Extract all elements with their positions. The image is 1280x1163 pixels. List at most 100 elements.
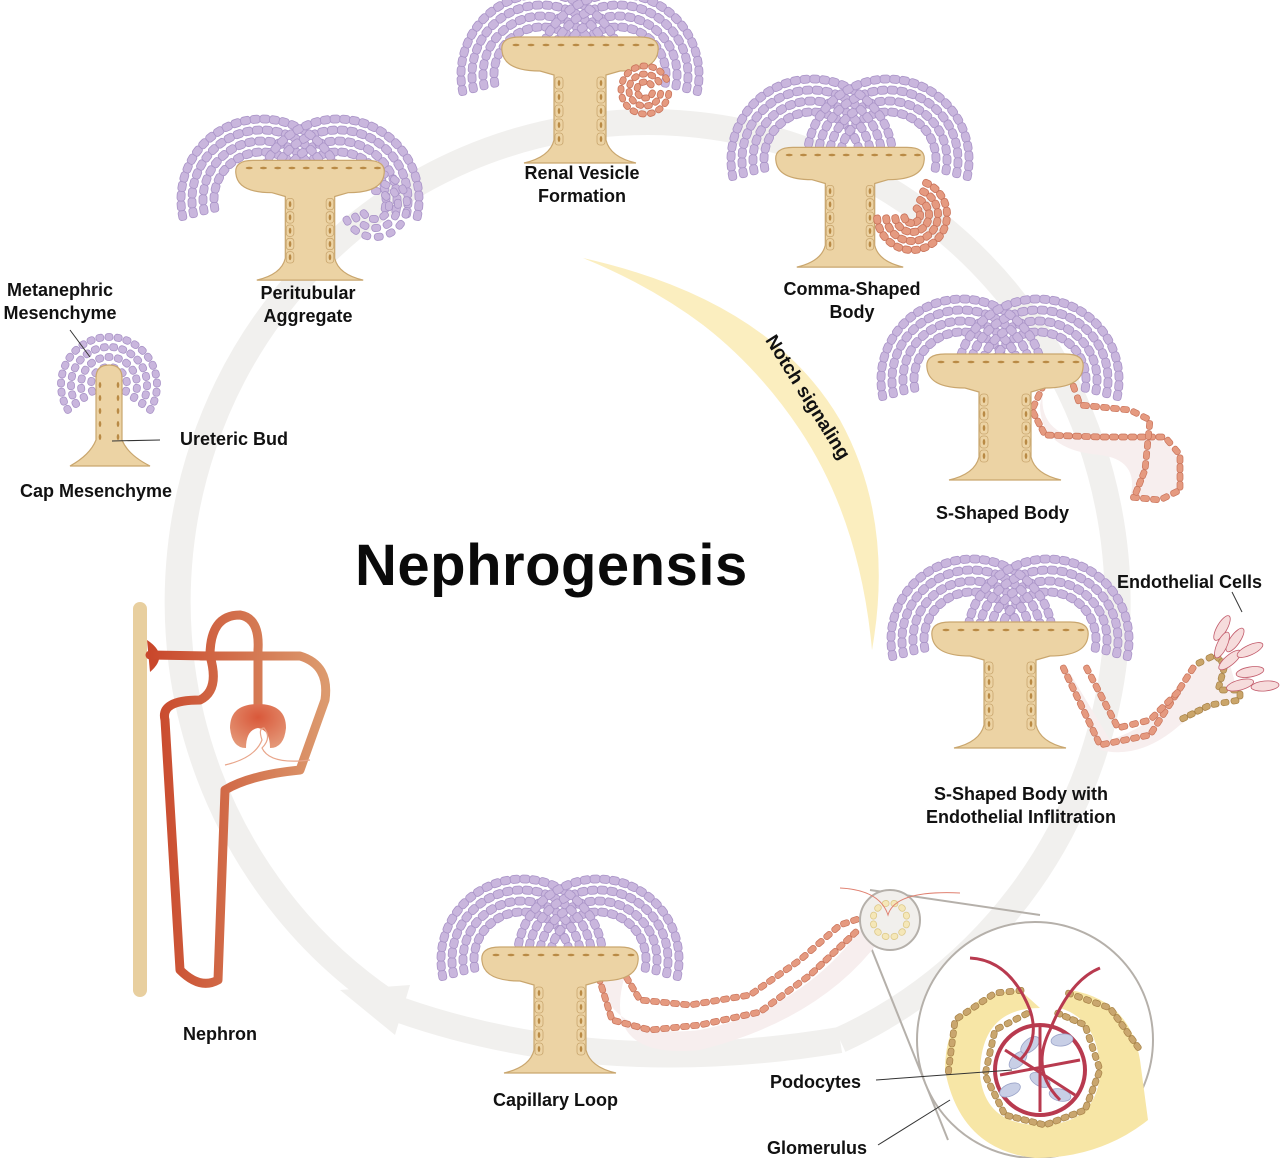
mesenchyme-cell [941, 144, 951, 156]
mesenchyme-cell [244, 137, 256, 148]
parietal-cell [1113, 1014, 1122, 1023]
mesenchyme-cell [930, 161, 941, 173]
renal-vesicle-cell [646, 80, 655, 89]
bud-nucleus [328, 254, 332, 261]
mesenchyme-cell [393, 198, 402, 209]
bud-cell [825, 211, 835, 224]
bud-nucleus [537, 990, 541, 996]
lumen [598, 930, 880, 1052]
comma-cell [882, 214, 891, 225]
mesenchyme-cell [801, 107, 813, 117]
mesenchyme-cell [122, 336, 132, 345]
epithelial-cell [757, 981, 768, 991]
mesenchyme-cell [944, 317, 956, 328]
mesenchyme-cell [86, 336, 96, 345]
epithelial-cell [1176, 463, 1184, 473]
epithelial-cell [1142, 450, 1151, 460]
bud-cell [825, 238, 835, 251]
bud-nucleus [828, 241, 832, 248]
epithelial-cell [1099, 433, 1110, 441]
epithelial-cell [1155, 433, 1166, 441]
ureteric-bud-t [235, 159, 385, 281]
label-line: Body [829, 302, 875, 322]
endothelial-leader-line [1231, 591, 1243, 613]
visceral-cell [1094, 1069, 1103, 1079]
visceral-cell [984, 1057, 992, 1066]
epithelial-cell [1090, 402, 1100, 411]
mesenchyme-cell [1090, 641, 1101, 653]
mesenchyme-cell [259, 114, 271, 124]
epithelial-cell [690, 1000, 700, 1008]
mesenchyme-cell [521, 885, 533, 895]
renal-vesicle-cell [662, 74, 670, 83]
ureteric-bud-t [501, 36, 659, 164]
bud-nucleus [982, 411, 986, 417]
mesenchyme-cell [790, 75, 802, 86]
bud-nucleus [98, 395, 102, 401]
mesenchyme-cell [65, 352, 75, 362]
visceral-cell [1082, 1101, 1091, 1111]
epithelial-cell [1097, 691, 1106, 702]
mesenchyme-cell [359, 220, 370, 231]
visceral-cell [1036, 1120, 1046, 1128]
epithelial-cell [1074, 394, 1082, 405]
mesenchyme-cell [681, 52, 691, 64]
mesenchyme-cell [940, 295, 952, 306]
bud-nucleus [987, 679, 991, 685]
epithelial-cell [1140, 413, 1150, 422]
bud-nucleus [1072, 360, 1080, 364]
comma-cell [891, 214, 900, 225]
epithelial-cell [1053, 432, 1064, 439]
bud-cell [554, 118, 564, 132]
renal-vesicle-cell [634, 90, 643, 100]
label-line: Peritubular [260, 283, 356, 303]
epithelial-cell [1144, 430, 1153, 440]
bowman-cell [881, 932, 890, 940]
mesenchyme-cell [1114, 380, 1124, 392]
bud-cell [576, 1042, 586, 1056]
bud-cell [1021, 449, 1031, 463]
bud-nucleus [1024, 411, 1028, 417]
bud-cell [825, 224, 835, 238]
bud-cell [554, 90, 564, 104]
epithelial-cell [776, 992, 786, 1002]
mesenchyme-cell [77, 383, 86, 393]
lumen [1065, 656, 1240, 753]
mesenchyme-cell [78, 340, 88, 350]
mesenchyme-cell [130, 340, 140, 350]
renal-vesicle-cell [639, 70, 648, 78]
label-metanephric-mesenchyme: Metanephric Mesenchyme [0, 279, 120, 325]
bud-cell [984, 661, 994, 675]
mesenchyme-cell [371, 187, 382, 196]
mesenchyme-cell [489, 67, 499, 78]
parietal-cell [1210, 700, 1220, 708]
mesenchyme-cell [888, 387, 898, 399]
mesenchyme-cell [459, 964, 469, 976]
epithelial-cell [808, 967, 819, 977]
mesenchyme-cell [884, 96, 896, 106]
mesenchyme-cell [639, 942, 650, 954]
mesenchyme-cell [959, 294, 971, 304]
mesenchyme-cell [1101, 624, 1111, 636]
small-glomerulus-zoom-circle [859, 889, 921, 951]
mesenchyme-cell [673, 940, 683, 952]
mesenchyme-cell [597, 907, 609, 917]
mesenchyme-cell [137, 398, 147, 408]
endothelial-cell [1226, 678, 1254, 692]
collecting-duct [133, 602, 147, 997]
mesenchyme-cell [899, 384, 909, 396]
mesenchyme-cell [727, 169, 738, 181]
mesenchyme-cell [254, 136, 266, 146]
bud-cell [984, 675, 994, 689]
bud-nucleus [828, 201, 832, 208]
mesenchyme-cell [75, 355, 85, 365]
bud-nucleus [537, 1018, 541, 1024]
mesenchyme-cell [953, 157, 963, 169]
parietal-cell [1123, 1028, 1132, 1037]
endothelial-cell [1250, 680, 1280, 692]
epithelial-cell [749, 987, 759, 997]
renal-vesicle-cell [647, 71, 657, 80]
ureteric-bud [69, 364, 151, 467]
bud-cell [576, 1014, 586, 1028]
parietal-cell [1074, 992, 1083, 1001]
